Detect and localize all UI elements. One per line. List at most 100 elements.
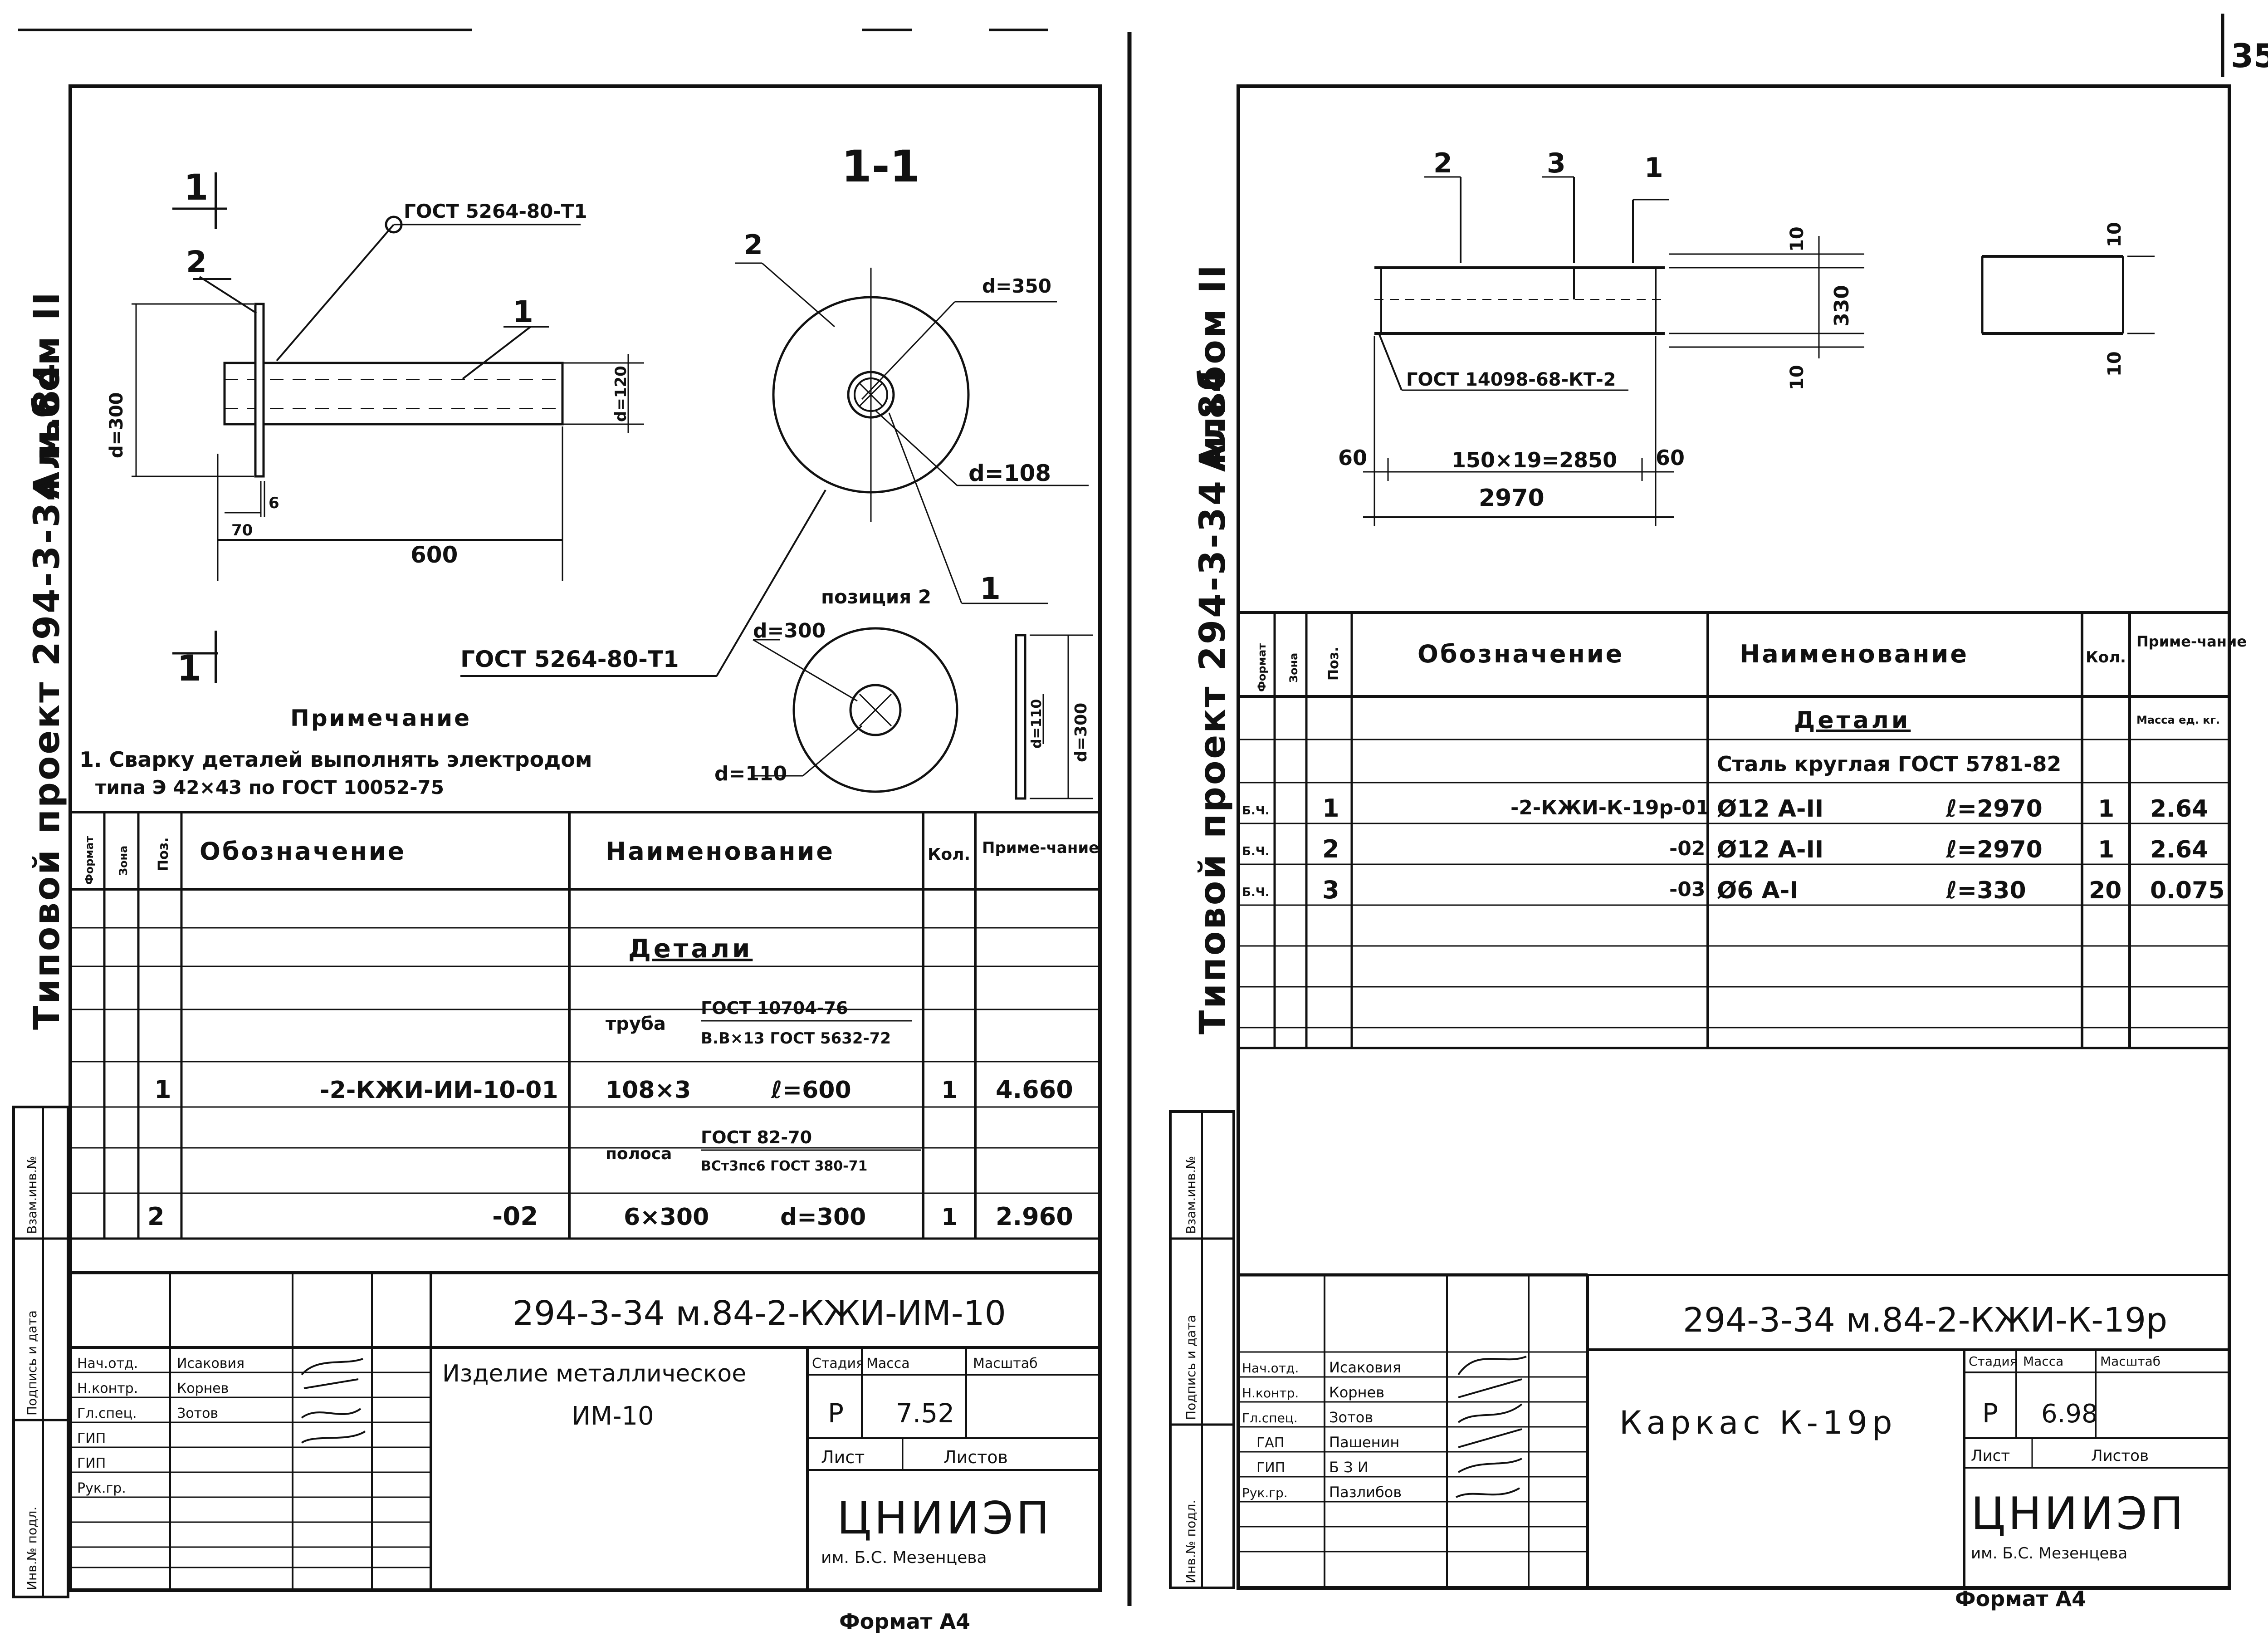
right-row3-qty: 20 xyxy=(2089,877,2121,904)
right-row2-name: Ø12 А-II xyxy=(1717,836,1823,863)
right-side-stamp: Типовой проект 294-3-34 м.84 Альбом II В… xyxy=(1169,263,1235,1589)
right-tb-role-1: Н.контр. xyxy=(1242,1386,1299,1401)
right-frame xyxy=(1237,84,2231,1590)
left-side-stamp: Типовой проект 294-3-34 м.84 Альбом II В… xyxy=(12,290,69,1598)
right-tb-sheet-label: Лист xyxy=(1971,1447,2010,1465)
left-pos2-label: позиция 2 xyxy=(821,586,931,608)
left-sec-d108: d=108 xyxy=(968,460,1051,486)
right-spec-table: Формат Зона Поз. Обозначение Наименовани… xyxy=(1238,611,2247,1049)
right-dim-chain: 150×19=2850 xyxy=(1452,448,1617,472)
left-tb-org: ЦНИИЭП xyxy=(837,1493,1052,1544)
right-row2-pos: 2 xyxy=(1322,835,1339,863)
left-tb-name-0: Исаковия xyxy=(177,1356,244,1371)
right-tb-scale-label: Масштаб xyxy=(2100,1354,2160,1369)
left-row2-designation: -02 xyxy=(492,1202,538,1231)
right-th-zone: Зона xyxy=(1287,653,1300,683)
left-tb-org-sub: им. Б.С. Мезенцева xyxy=(821,1548,987,1567)
left-section-view: 1-1 d=350 d=108 2 1 позиция 2 xyxy=(714,141,1093,800)
left-spec-table: Формат Зона Поз. Обозначение Наименовани… xyxy=(70,811,1100,1240)
right-tb-mass-label: Масса xyxy=(2023,1354,2063,1369)
right-side-label-2: Инв.№ подл. xyxy=(1183,1500,1198,1583)
left-row1-len: ℓ=600 xyxy=(771,1077,851,1104)
left-tb-mass-label: Масса xyxy=(866,1356,910,1371)
right-tb-sheets-label: Листов xyxy=(2091,1447,2149,1465)
left-tb-code: 294-3-34 м.84-2-КЖИ-ИМ-10 xyxy=(513,1294,1006,1333)
right-th-pos: Поз. xyxy=(1326,647,1342,681)
left-th-format: Формат xyxy=(83,836,96,885)
left-tb-sheets-label: Листов xyxy=(943,1447,1008,1467)
right-gost: ГОСТ 14098-68-КТ-2 xyxy=(1406,369,1616,390)
table-row: Б.Ч. 3 -03 Ø6 А-I ℓ=330 20 0.075 xyxy=(1242,876,2224,904)
right-row2-len: ℓ=2970 xyxy=(1945,836,2043,863)
right-elevation-view: 2 3 1 10 330 10 ГОСТ 14098-68-КТ-2 60 15 xyxy=(1338,147,1864,526)
right-side-label-0: Взам.инв.№ xyxy=(1183,1156,1198,1234)
left-frame xyxy=(68,84,1102,1592)
left-pipe-word: труба xyxy=(606,1014,666,1034)
right-dim-10-top: 10 xyxy=(1787,226,1808,252)
left-strip-gost-bottom: ВСт3пс6 ГОСТ 380-71 xyxy=(701,1158,867,1174)
right-th-name: Наименование xyxy=(1740,640,1969,668)
right-tb-stage: Р xyxy=(1982,1398,1998,1429)
right-tb-mass: 6.98 xyxy=(2041,1399,2098,1429)
left-signature-scribble xyxy=(301,1358,363,1389)
right-th-designation: Обозначение xyxy=(1418,640,1624,668)
right-row2-format: Б.Ч. xyxy=(1242,845,1270,858)
left-section-mark-bottom: 1 xyxy=(177,648,201,689)
left-row2-size: 6×300 xyxy=(624,1204,709,1231)
right-tb-name-2: Зотов xyxy=(1329,1409,1373,1426)
right-section-view: 10 10 xyxy=(1981,222,2155,377)
left-tb-stage-label: Стадия xyxy=(812,1356,864,1371)
page-number: 35 xyxy=(2231,37,2268,75)
left-th-qty: Кол. xyxy=(928,845,970,864)
left-tb-stage: Р xyxy=(828,1398,844,1429)
right-tb-name-0: Исаковия xyxy=(1329,1359,1401,1376)
right-dim-2970: 2970 xyxy=(1479,485,1545,512)
right-callout-2: 2 xyxy=(1433,147,1452,179)
left-tb-mass: 7.52 xyxy=(896,1398,954,1429)
left-note-text-2: типа Э 42×43 по ГОСТ 10052-75 xyxy=(95,776,444,798)
right-callout-1: 1 xyxy=(1644,152,1663,184)
right-dim-330: 330 xyxy=(1830,285,1853,327)
left-side-project: Типовой проект 294-3-34 м.84 xyxy=(27,362,68,1030)
left-row1-size: 108×3 xyxy=(606,1077,691,1104)
left-callout-1: 1 xyxy=(513,294,533,329)
left-tb-product-title: Изделие металлическое xyxy=(442,1360,746,1387)
left-side-label-2: Инв.№ подл. xyxy=(24,1507,39,1590)
right-row2-mass: 2.64 xyxy=(2150,836,2208,863)
right-row2-designation: -02 xyxy=(1669,837,1706,860)
left-pipe-gost-top: ГОСТ 10704-76 xyxy=(701,998,848,1018)
left-side-label-0: Взам.инв.№ xyxy=(24,1156,39,1234)
right-tb-format: Формат А4 xyxy=(1955,1587,2086,1611)
left-th-zone: Зона xyxy=(117,846,130,876)
right-tb-name-1: Корнев xyxy=(1329,1384,1384,1401)
right-row3-mass: 0.075 xyxy=(2150,877,2224,904)
left-sheet: Типовой проект 294-3-34 м.84 Альбом II В… xyxy=(12,84,1102,1634)
left-row2-len: d=300 xyxy=(780,1204,866,1231)
right-tb-product-title: Каркас К-19р xyxy=(1619,1404,1897,1441)
left-tb-format: Формат А4 xyxy=(839,1609,970,1634)
right-title-block: 294-3-34 м.84-2-КЖИ-К-19р Нач.отд. Н.кон… xyxy=(1238,1273,2229,1611)
right-spec-section: Детали xyxy=(1794,707,1911,734)
left-gost-bottom: ГОСТ 5264-80-Т1 xyxy=(460,646,679,672)
right-tb-role-4: ГИП xyxy=(1256,1460,1285,1476)
right-row1-name: Ø12 А-II xyxy=(1717,795,1823,823)
table-row: Б.Ч. 1 -2-КЖИ-К-19р-01 Ø12 А-II ℓ=2970 1… xyxy=(1242,794,2208,823)
left-th-designation: Обозначение xyxy=(200,837,406,866)
right-sheet: Типовой проект 294-3-34 м.84 Альбом II В… xyxy=(1169,84,2247,1611)
right-tb-name-3: Пашенин xyxy=(1329,1434,1399,1451)
left-note-heading: Примечание xyxy=(290,705,471,731)
left-dim-d300: d=300 xyxy=(106,392,127,458)
right-tb-role-2: Гл.спец. xyxy=(1242,1411,1298,1425)
left-pos2-dim-a: d=110 xyxy=(1029,699,1045,749)
left-pos2-d300: d=300 xyxy=(753,619,826,642)
left-gost-top: ГОСТ 5264-80-Т1 xyxy=(404,200,587,222)
right-th-qty: Кол. xyxy=(2086,648,2126,666)
right-dim-60-left: 60 xyxy=(1338,446,1367,470)
left-row1-mass: 4.660 xyxy=(996,1075,1073,1104)
right-sec-dim-top: 10 xyxy=(2104,222,2125,247)
right-row1-qty: 1 xyxy=(2098,795,2114,823)
left-tb-role-5: Рук.гр. xyxy=(77,1480,126,1496)
right-tb-stage-label: Стадия xyxy=(1969,1354,2017,1369)
left-tb-role-0: Нач.отд. xyxy=(77,1356,138,1371)
